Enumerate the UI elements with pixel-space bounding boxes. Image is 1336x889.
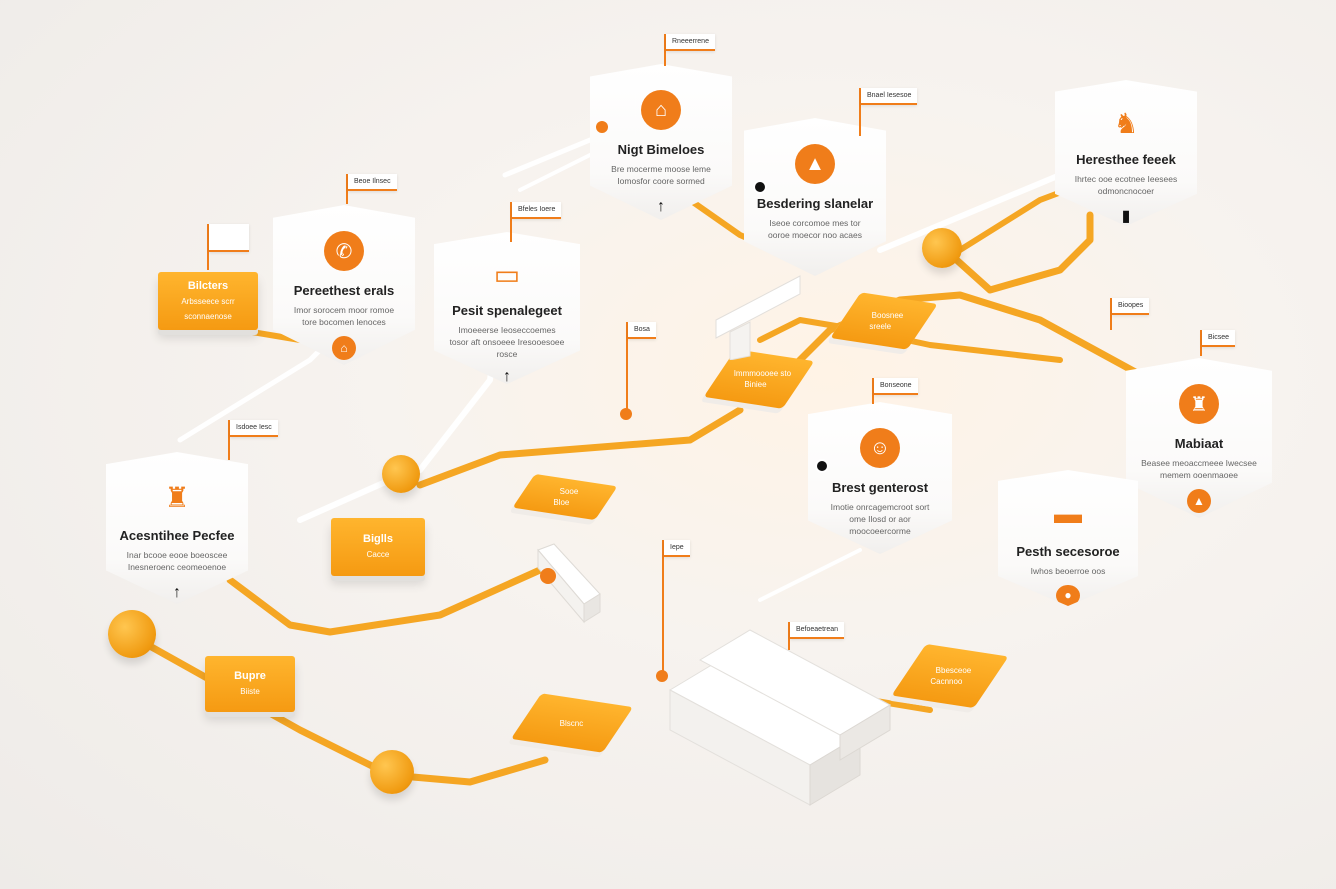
- orange-pipe: [936, 211, 1094, 294]
- card-description: Bre mocerme moose leme Iomosfor coore so…: [611, 164, 711, 186]
- hex-card[interactable]: ▬ Pesth secesoroe Iwhos beoerroe oos ●: [998, 470, 1138, 606]
- panel-block: [715, 275, 801, 360]
- hex-card[interactable]: ▭ Pesit spenalegeet Imoeeerse Ieoseccoem…: [434, 232, 580, 384]
- card-title: Acesntihee Pecfee: [119, 528, 235, 544]
- hex-card[interactable]: ☺ Brest genterost Imotie onrcagemcroot s…: [808, 402, 952, 554]
- server-block: [668, 629, 892, 806]
- flag-label: Bioopes: [1112, 298, 1150, 315]
- flag-label: Isdoee Iesc: [230, 420, 278, 437]
- card-title: Brest genterost: [831, 480, 929, 495]
- flag-label: Bosa: [628, 322, 656, 339]
- orange-pipe: [416, 406, 744, 489]
- tag-title: Bilcters: [187, 279, 229, 292]
- node-sphere: [108, 610, 156, 658]
- hex-card[interactable]: ♜ Acesntihee Pecfee Inar bcooe eooe boeo…: [106, 452, 248, 604]
- tag-title: Bupre: [234, 670, 266, 682]
- face-icon: ☺: [860, 428, 900, 468]
- home-icon: ⌂: [641, 90, 681, 130]
- card-description: Imoeeerse Ieoseccoemes tosor aft onsoeee…: [449, 325, 565, 359]
- status-dot: [753, 180, 767, 194]
- orange-tag[interactable]: Bilcters Arbsseece scrr sconnaenose: [158, 272, 258, 330]
- panel-text: Sooe: [559, 487, 579, 497]
- panel-text: sreele: [869, 321, 892, 331]
- bin-icon: ♜: [1179, 384, 1219, 424]
- home-icon: ⌂: [332, 336, 356, 360]
- panel-text: Cacnnoo: [930, 676, 963, 686]
- orange-dot: [596, 121, 608, 133]
- card-description: Ihrtec ooe ecotnee Ieesees odmoncnocoer: [1074, 174, 1178, 197]
- tag-line: Arbsseece scrr: [181, 296, 235, 306]
- white-pipe: [877, 172, 1063, 253]
- warning-icon: ▲: [795, 144, 835, 184]
- flag-base: [656, 670, 668, 682]
- hex-card[interactable]: ✆ Pereethest erals Imor sorocem moor rom…: [273, 205, 415, 365]
- hex-card[interactable]: ♜ Mabiaat Beasee meoaccmeee Iwecsee meme…: [1126, 358, 1272, 518]
- laptop-icon: ▭: [493, 259, 521, 290]
- card-title: Pesit spenalegeet: [452, 303, 562, 318]
- briefcase-icon: ♜: [164, 481, 190, 513]
- card-description: Imor sorocem moor romoe tore bocomen len…: [293, 305, 395, 327]
- orange-tag[interactable]: Bupre Biiste: [205, 656, 295, 712]
- card-description: Iseoe corcomoe mes tor ooroe moecor noo …: [767, 218, 863, 240]
- card-title: Nigt Bimeloes: [617, 142, 705, 157]
- node-sphere: [370, 750, 414, 794]
- card-description: Inar bcooe eooe boeoscee Inesneroenc ceo…: [126, 550, 228, 573]
- card-description: Iwhos beoerroe oos: [1030, 565, 1106, 576]
- person-icon: ♞: [1113, 107, 1139, 139]
- panel-text: Boosnee: [871, 311, 904, 321]
- flag-label: Rneeerrene: [666, 34, 715, 51]
- white-pipe: [758, 548, 862, 602]
- flag-label: Bnael Iesesoe: [861, 88, 918, 105]
- switch-block: [537, 543, 601, 624]
- orange-pipe: [237, 327, 303, 343]
- white-pipe: [297, 337, 498, 523]
- flag-label: [209, 224, 249, 252]
- phone-icon: ✆: [324, 231, 364, 271]
- flag-label: Bonseone: [874, 378, 918, 395]
- tag-line: Cacce: [366, 550, 390, 559]
- hex-card[interactable]: ♞ Heresthee feeek Ihrtec ooe ecotnee Iee…: [1055, 80, 1197, 226]
- orange-pipe: [126, 631, 549, 786]
- orange-pipe: [226, 566, 544, 636]
- card-title: Pereethest erals: [293, 283, 395, 298]
- white-pipe: [502, 137, 593, 178]
- tag-line: sconnaenose: [184, 311, 232, 321]
- tag-line: Biiste: [240, 687, 260, 696]
- flag-label: Iepe: [664, 540, 690, 557]
- flag-label: Befoeaetrean: [790, 622, 845, 639]
- flag-label: Bfeles Ioere: [512, 202, 562, 219]
- card-description: Beasee meoaccmeee Iwecsee memem ooenmaoe…: [1141, 458, 1257, 480]
- hex-card[interactable]: ▲ Besdering slanelar Iseoe corcomoe mes …: [744, 118, 886, 276]
- warning-icon: ▲: [1187, 489, 1211, 513]
- tag-title: Biglls: [363, 533, 393, 545]
- document-icon: ▮: [1121, 207, 1131, 225]
- panel-text: Bloe: [553, 497, 570, 507]
- card-title: Pesth secesoroe: [1016, 543, 1120, 559]
- hex-card[interactable]: ⌂ Nigt Bimeloes Bre mocerme moose leme I…: [590, 64, 732, 220]
- card-title: Besdering slanelar: [756, 196, 874, 211]
- panel-text: Biniee: [744, 379, 767, 389]
- panel-text: Immmoooee sto: [733, 369, 792, 379]
- white-pipe: [518, 148, 602, 192]
- orange-tag[interactable]: Biglls Cacce: [331, 518, 425, 576]
- panel-text: Blscnc: [560, 718, 584, 728]
- card-title: Mabiaat: [1174, 436, 1224, 451]
- card-title: Heresthee feeek: [1076, 152, 1176, 168]
- node-sphere: [922, 228, 962, 268]
- circle-icon: ●: [1056, 584, 1080, 606]
- card-description: Imotie onrcagemcroot sort ome Ilosd or a…: [830, 502, 930, 536]
- flag-label: Bicsee: [1202, 330, 1236, 347]
- status-dot: [815, 459, 829, 473]
- arrow-up-icon: ↑: [503, 368, 511, 385]
- panel-text: Bbesceoe: [935, 666, 972, 676]
- truck-icon: ▬: [1054, 497, 1082, 529]
- arrow-up-icon: ↑: [173, 583, 181, 601]
- flag-label: Beoe Ilnsec: [348, 174, 397, 191]
- node-sphere: [382, 455, 420, 493]
- arrow-up-icon: ↑: [657, 198, 665, 215]
- orange-pipe: [756, 291, 1154, 394]
- flag-base: [620, 408, 632, 420]
